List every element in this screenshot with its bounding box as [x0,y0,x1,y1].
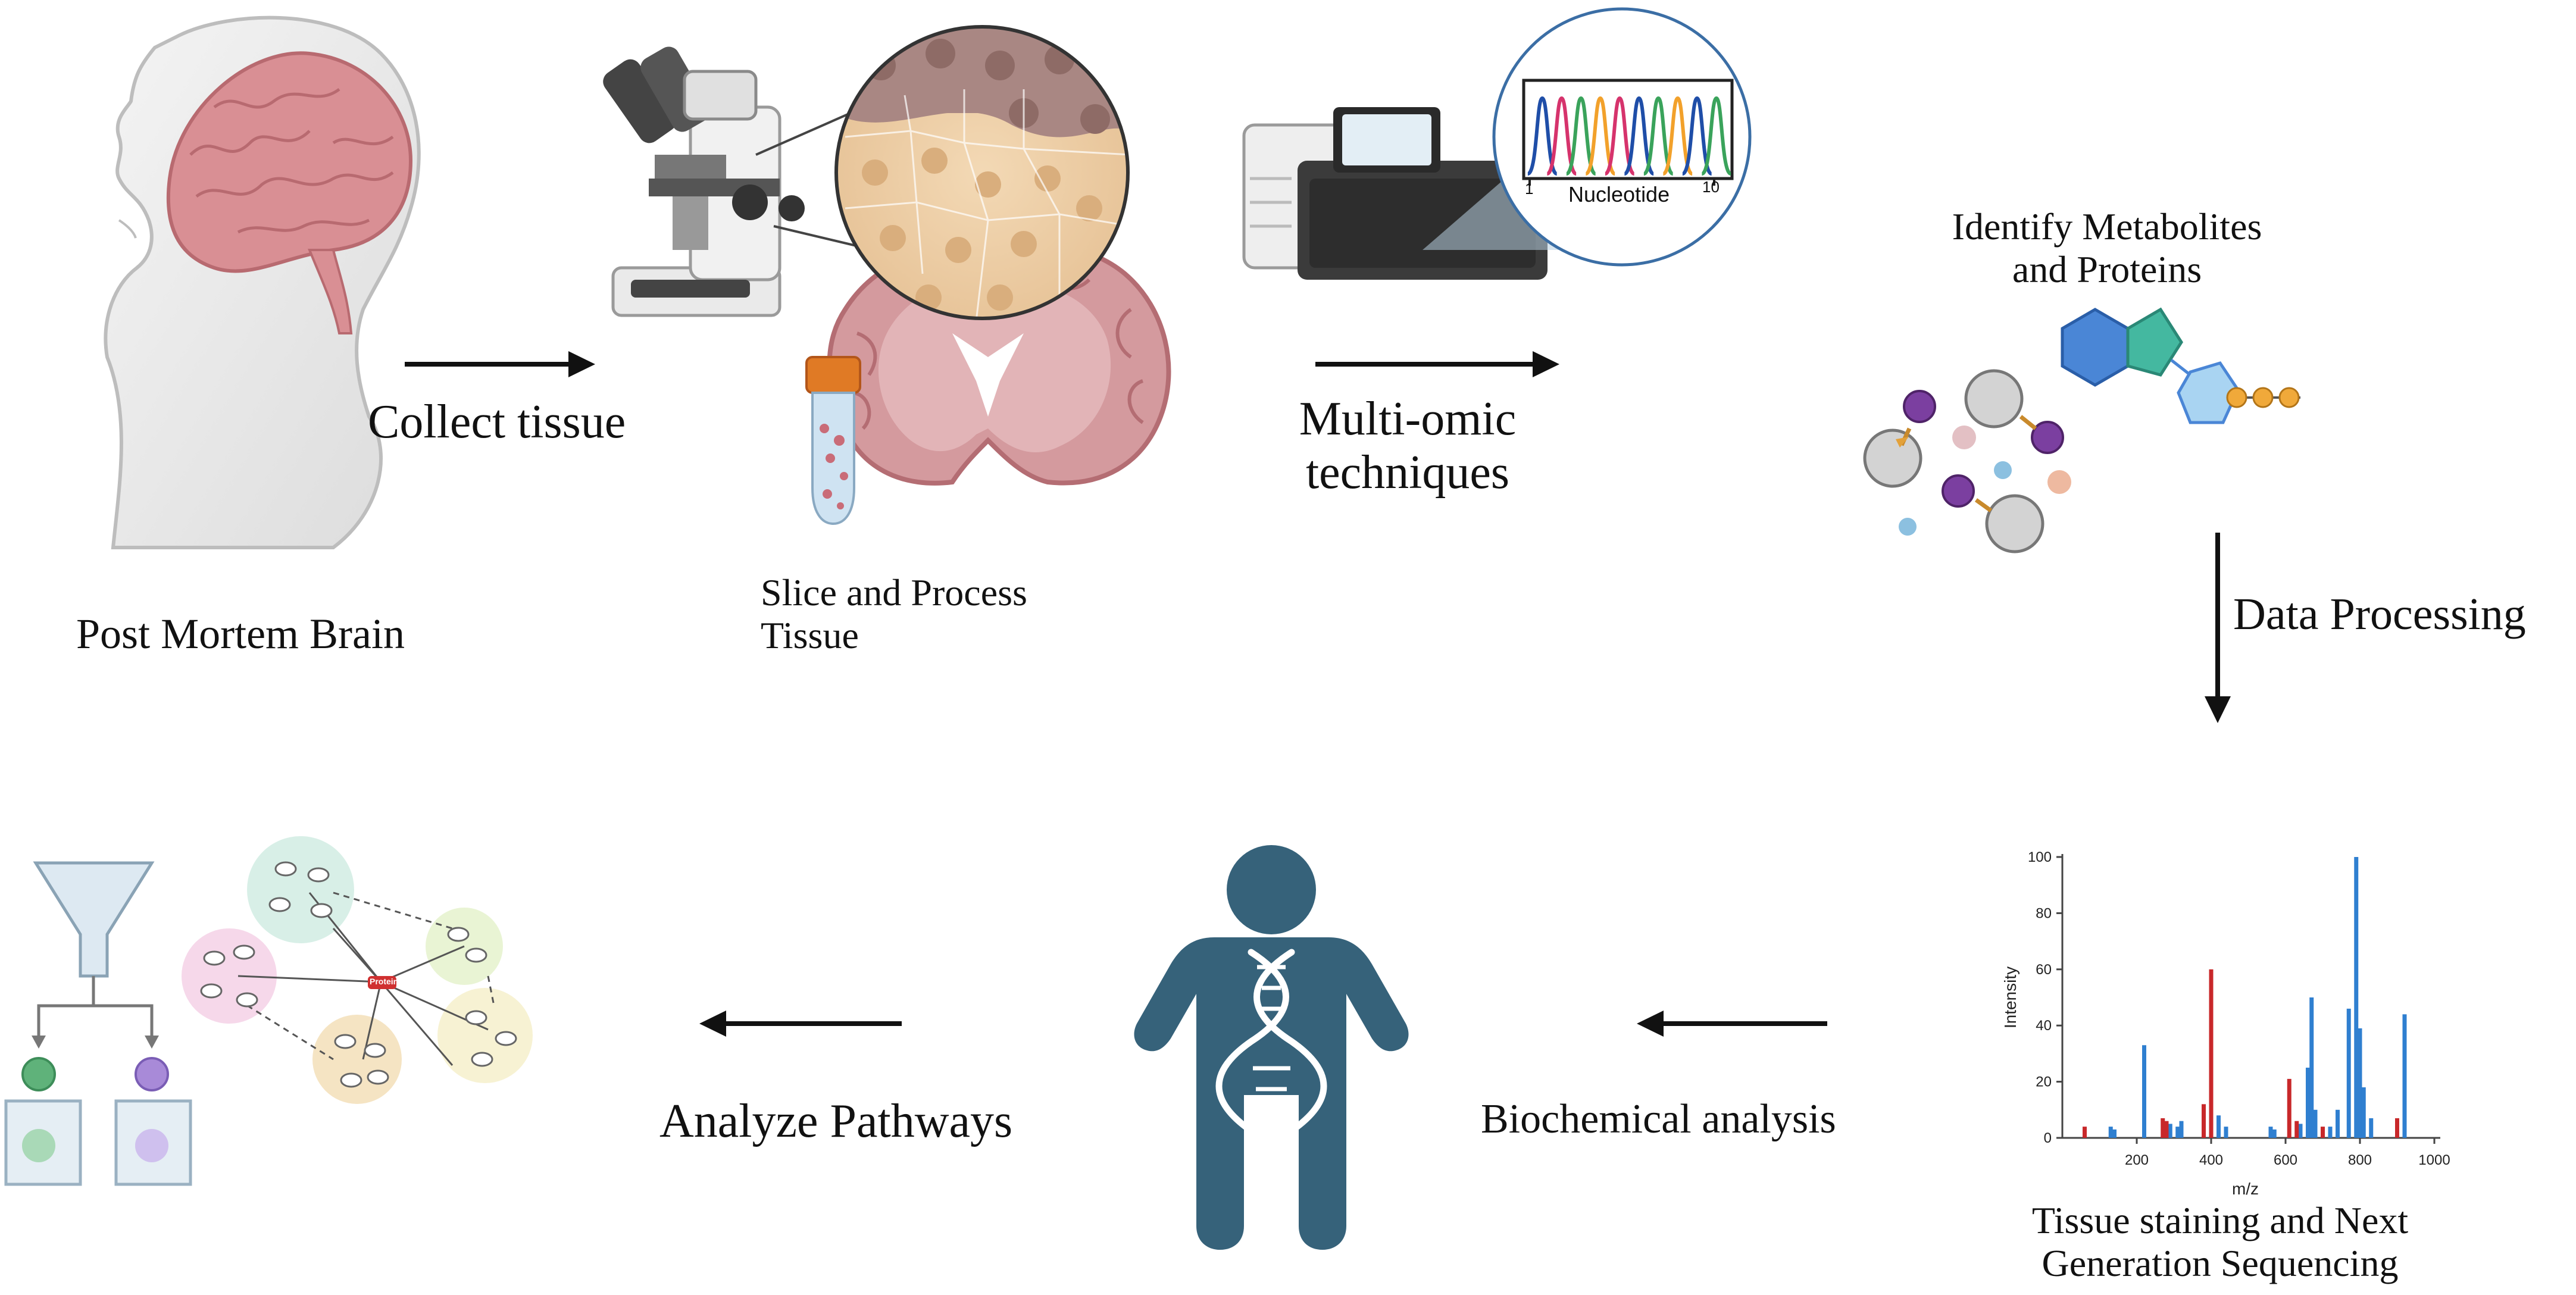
label-multi-omic-line1: Multi-omic [1299,393,1517,445]
spectrum-bar [2287,1078,2291,1138]
magnified-cells-illustration [834,25,1130,320]
spectrum-bar [2179,1121,2184,1138]
spectrum-bar [2202,1104,2206,1138]
y-tick-label: 20 [2036,1074,2052,1090]
spectrum-bar [2336,1109,2340,1138]
label-collect-tissue: Collect tissue [368,396,626,448]
sample-tube-illustration [805,356,861,525]
label-identify-metabolites: Identify Metabolites and Proteins [1928,205,2286,290]
sequence-peak [1565,96,1597,176]
spectrum-bar [2142,1045,2146,1138]
x-tick-label: 800 [2348,1152,2372,1168]
sequence-peak [1623,96,1655,176]
x-tick-label: 200 [2125,1152,2149,1168]
separation-illustration [4,861,192,1186]
sequence-peak [1604,96,1636,176]
sequence-peak [1584,96,1616,176]
spectrum-bar [2294,1121,2299,1138]
spectrum-bar [2402,1014,2407,1138]
mass-spectrum-chart: 0 20 40 60 80 100 200 400 600 800 1000 m/z Intensity [2001,849,2450,1198]
spectrum-bar [2209,969,2214,1138]
sequencer-illustration [1242,7,1752,280]
spectrum-bar [2309,997,2314,1138]
label-data-processing: Data Processing [2233,589,2526,639]
label-tissue-staining-ngs: Tissue staining and Next Generation Sequ… [1982,1199,2458,1284]
sequence-peak [1527,96,1558,176]
brain-slice-illustration [827,243,1171,486]
x-axis-label: m/z [2232,1180,2259,1198]
label-staining-line2: Generation Sequencing [2042,1241,2399,1284]
spectrum-bar [2224,1127,2228,1138]
spectrum-bar [2395,1118,2399,1138]
y-tick-label: 100 [2028,849,2052,865]
spectrum-bar [2298,1124,2303,1138]
y-tick-label: 60 [2036,962,2052,978]
label-identify-line2: and Proteins [2012,248,2202,290]
x-tick-label: 600 [2274,1152,2297,1168]
sequence-peak [1681,96,1713,176]
sequencing-peaks [1527,96,1732,176]
spectrum-bar [2175,1127,2180,1138]
spectrum-bar [2321,1127,2325,1138]
spectrum-bar [2164,1121,2169,1138]
label-identify-line1: Identify Metabolites [1952,205,2262,248]
label-post-mortem-brain: Post Mortem Brain [76,610,405,658]
spectrum-bar [2354,857,2359,1138]
spectrum-bar [2112,1129,2117,1138]
y-tick-label: 0 [2044,1130,2052,1146]
spectrum-bar [2346,1008,2351,1138]
label-slice-line1: Slice and Process [761,571,1027,614]
post-mortem-brain-illustration [104,15,421,549]
arrows [405,351,2231,1037]
spectrum-bar [2328,1127,2333,1138]
y-tick-label: 80 [2036,905,2052,921]
spectrum-bar [2272,1129,2277,1138]
spectrum-bar [2108,1127,2113,1138]
label-multi-omic-line2: techniques [1305,446,1510,499]
x-tick-label: 400 [2199,1152,2223,1168]
label-analyze-pathways: Analyze Pathways [659,1095,1013,1147]
pathway-hub-label: Protein [370,977,399,986]
label-biochemical-analysis: Biochemical analysis [1481,1096,1836,1142]
spectrum-bar [2361,1087,2366,1138]
sequencer-axis-label: Nucleotide [1568,182,1670,207]
metabolites-proteins-illustration [1863,307,2300,553]
spectrum-bar [2268,1127,2273,1138]
sequence-peak [1643,96,1674,176]
sequence-peak [1700,96,1732,176]
sequencer-tick-end: 10 [1702,178,1720,196]
x-tick-label: 1000 [2418,1152,2450,1168]
spectrum-bar [2306,1068,2310,1138]
spectrum-bar [2168,1124,2172,1138]
label-slice-line2: Tissue [761,614,859,656]
sequence-peak [1662,96,1693,176]
sequence-peak [1546,96,1577,176]
spectrum-bar [2369,1118,2374,1138]
spectrum-bar [2083,1127,2087,1138]
person-dna-illustration [1134,845,1409,1250]
label-staining-line1: Tissue staining and Next [2031,1199,2409,1241]
spectrum-bar [2313,1109,2318,1138]
y-tick-label: 40 [2036,1018,2052,1034]
label-multi-omic-techniques: Multi-omic techniques [1283,393,1533,499]
sequencer-tick-start: 1 [1525,180,1534,198]
label-slice-process-tissue: Slice and Process Tissue [761,571,1027,656]
microscope-illustration [603,46,905,317]
spectrum-bar [2217,1115,2221,1138]
pathway-network-illustration [182,836,533,1104]
y-axis-label: Intensity [2001,966,2019,1028]
spectrum-bar [2161,1118,2165,1138]
spectrum-bar [2358,1028,2362,1138]
